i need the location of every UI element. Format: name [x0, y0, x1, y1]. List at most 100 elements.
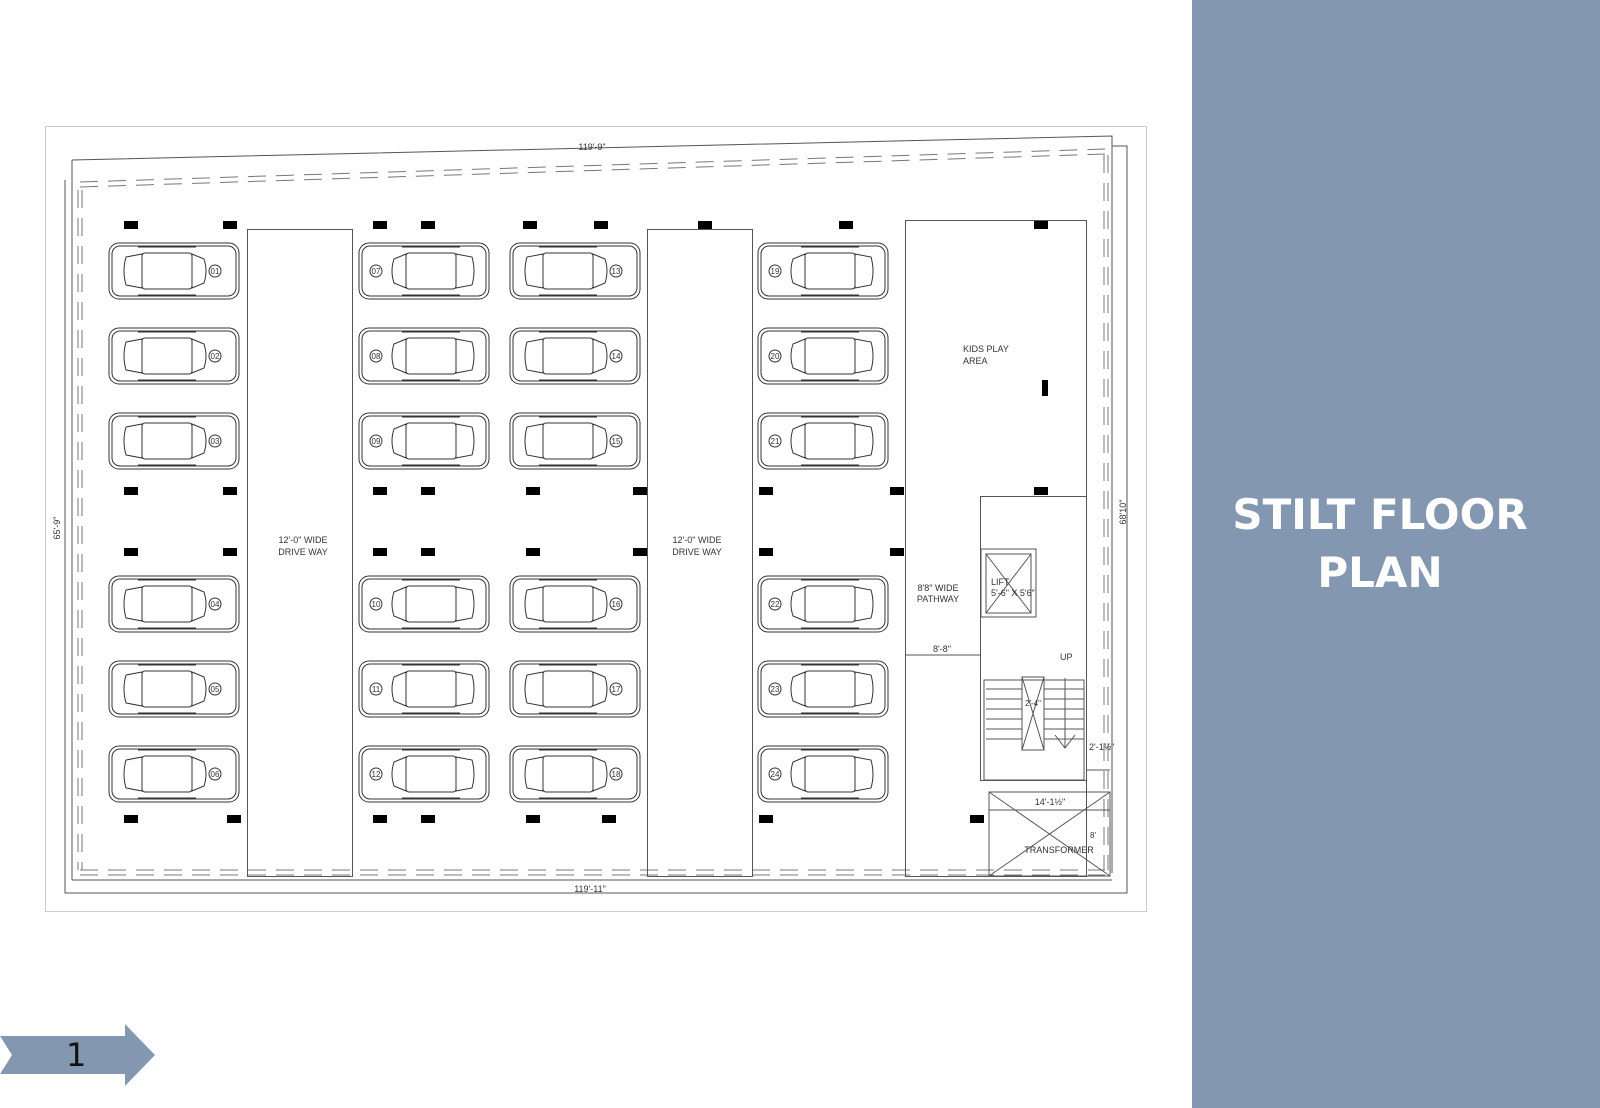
- stair-gap-dim: 2'-1½": [1089, 742, 1114, 752]
- slot-number-badge: [609, 767, 623, 781]
- pathway-label-1: 8'8" WIDE: [918, 583, 959, 593]
- column-block: [526, 548, 540, 556]
- slot-number-badge: [768, 434, 782, 448]
- column-block: [970, 815, 984, 823]
- parking-slot-24: 24: [757, 745, 889, 803]
- transformer-label: TRANSFORMER: [1024, 845, 1094, 855]
- slot-number: 05: [211, 685, 220, 694]
- stilt-floor-plan-drawing: 119'-9" 119'-11" 65'-9" 68'10" 12'-0" WI…: [45, 126, 1147, 912]
- slot-number: 14: [612, 352, 621, 361]
- parking-slot-17: 17: [509, 660, 641, 718]
- driveway-1-label-2: DRIVE WAY: [278, 547, 328, 557]
- column-block: [421, 221, 435, 229]
- parking-slot-13: 13: [509, 242, 641, 300]
- slot-number: 01: [211, 267, 220, 276]
- kids-area-label-1: KIDS PLAY: [963, 344, 1009, 354]
- dim-top: 119'-9": [578, 142, 605, 152]
- slot-number: 07: [372, 267, 381, 276]
- column-block: [526, 487, 540, 495]
- slot-number: 09: [372, 437, 381, 446]
- parking-slot-19: 19: [757, 242, 889, 300]
- slide-title-line-1: STILT FLOOR: [1232, 490, 1528, 539]
- slot-number: 17: [612, 685, 621, 694]
- column-block: [223, 221, 237, 229]
- structural-columns: [124, 221, 1048, 823]
- stair-well-dim: 2'-4": [1025, 699, 1041, 708]
- parking-slot-15: 15: [509, 412, 641, 470]
- column-block: [890, 487, 904, 495]
- column-block: [1034, 221, 1048, 229]
- parking-slot-12: 12: [358, 745, 490, 803]
- slot-number: 08: [372, 352, 381, 361]
- transformer-height-dim: 8': [1090, 831, 1096, 840]
- slot-number: 04: [211, 600, 220, 609]
- slot-number-badge: [369, 434, 383, 448]
- slot-number-badge: [208, 682, 222, 696]
- slot-number: 24: [771, 770, 780, 779]
- dim-right: 68'10": [1118, 500, 1128, 525]
- column-block: [839, 221, 853, 229]
- parking-slot-16: 16: [509, 575, 641, 633]
- column-block: [124, 487, 138, 495]
- column-block: [759, 548, 773, 556]
- page-arrow-icon: [0, 1024, 155, 1086]
- parking-slot-02: 02: [108, 327, 240, 385]
- transformer-box: [988, 791, 1111, 877]
- slot-number: 18: [612, 770, 621, 779]
- parking-slot-14: 14: [509, 327, 641, 385]
- stair-well: [1021, 676, 1045, 751]
- plot-boundary: [64, 135, 1128, 894]
- column-block: [124, 815, 138, 823]
- slot-number: 03: [211, 437, 220, 446]
- staircase: [983, 679, 1085, 781]
- slide-title-line-2: PLAN: [1317, 548, 1443, 597]
- stair-treads: [986, 688, 1084, 740]
- parking-slot-11: 11: [358, 660, 490, 718]
- slot-number-badge: [208, 434, 222, 448]
- slot-number-badge: [369, 597, 383, 611]
- lift-shaft: [980, 548, 1037, 618]
- slot-number: 23: [771, 685, 780, 694]
- lift-label-1: LIFT: [991, 577, 1010, 587]
- slot-number: 19: [771, 267, 780, 276]
- driveway-2-label-1: 12'-0" WIDE: [673, 535, 722, 545]
- slot-number-badge: [208, 264, 222, 278]
- slot-number-badge: [609, 349, 623, 363]
- slot-number-badge: [768, 597, 782, 611]
- column-block: [523, 221, 537, 229]
- driveways: [247, 229, 753, 877]
- column-block: [373, 487, 387, 495]
- column-block: [421, 487, 435, 495]
- title-panel: STILT FLOOR PLAN: [1192, 0, 1600, 1108]
- column-block: [124, 548, 138, 556]
- driveway-2-label-2: DRIVE WAY: [672, 547, 722, 557]
- column-block: [227, 815, 241, 823]
- column-block: [602, 815, 616, 823]
- column-block: [223, 548, 237, 556]
- slot-number: 20: [771, 352, 780, 361]
- parking-slot-05: 05: [108, 660, 240, 718]
- slot-number-badge: [768, 767, 782, 781]
- slot-number-badge: [609, 597, 623, 611]
- parking-slot-08: 08: [358, 327, 490, 385]
- slot-number-badge: [768, 682, 782, 696]
- slot-number-badge: [609, 434, 623, 448]
- driveway-1: [247, 229, 353, 877]
- pathway-label-2: PATHWAY: [917, 594, 959, 604]
- column-block: [421, 548, 435, 556]
- column-block: [759, 815, 773, 823]
- dim-left: 65'-9": [52, 517, 62, 540]
- parking-slot-20: 20: [757, 327, 889, 385]
- slot-number: 21: [771, 437, 780, 446]
- parking-slot-06: 06: [108, 745, 240, 803]
- column-block: [373, 815, 387, 823]
- slot-number-badge: [768, 264, 782, 278]
- driveway-2: [647, 229, 753, 877]
- slot-number: 06: [211, 770, 220, 779]
- slot-number-badge: [609, 682, 623, 696]
- slot-number-badge: [208, 349, 222, 363]
- driveway-1-label-1: 12'-0" WIDE: [279, 535, 328, 545]
- parking-slot-23: 23: [757, 660, 889, 718]
- slot-number: 16: [612, 600, 621, 609]
- slot-number-badge: [609, 264, 623, 278]
